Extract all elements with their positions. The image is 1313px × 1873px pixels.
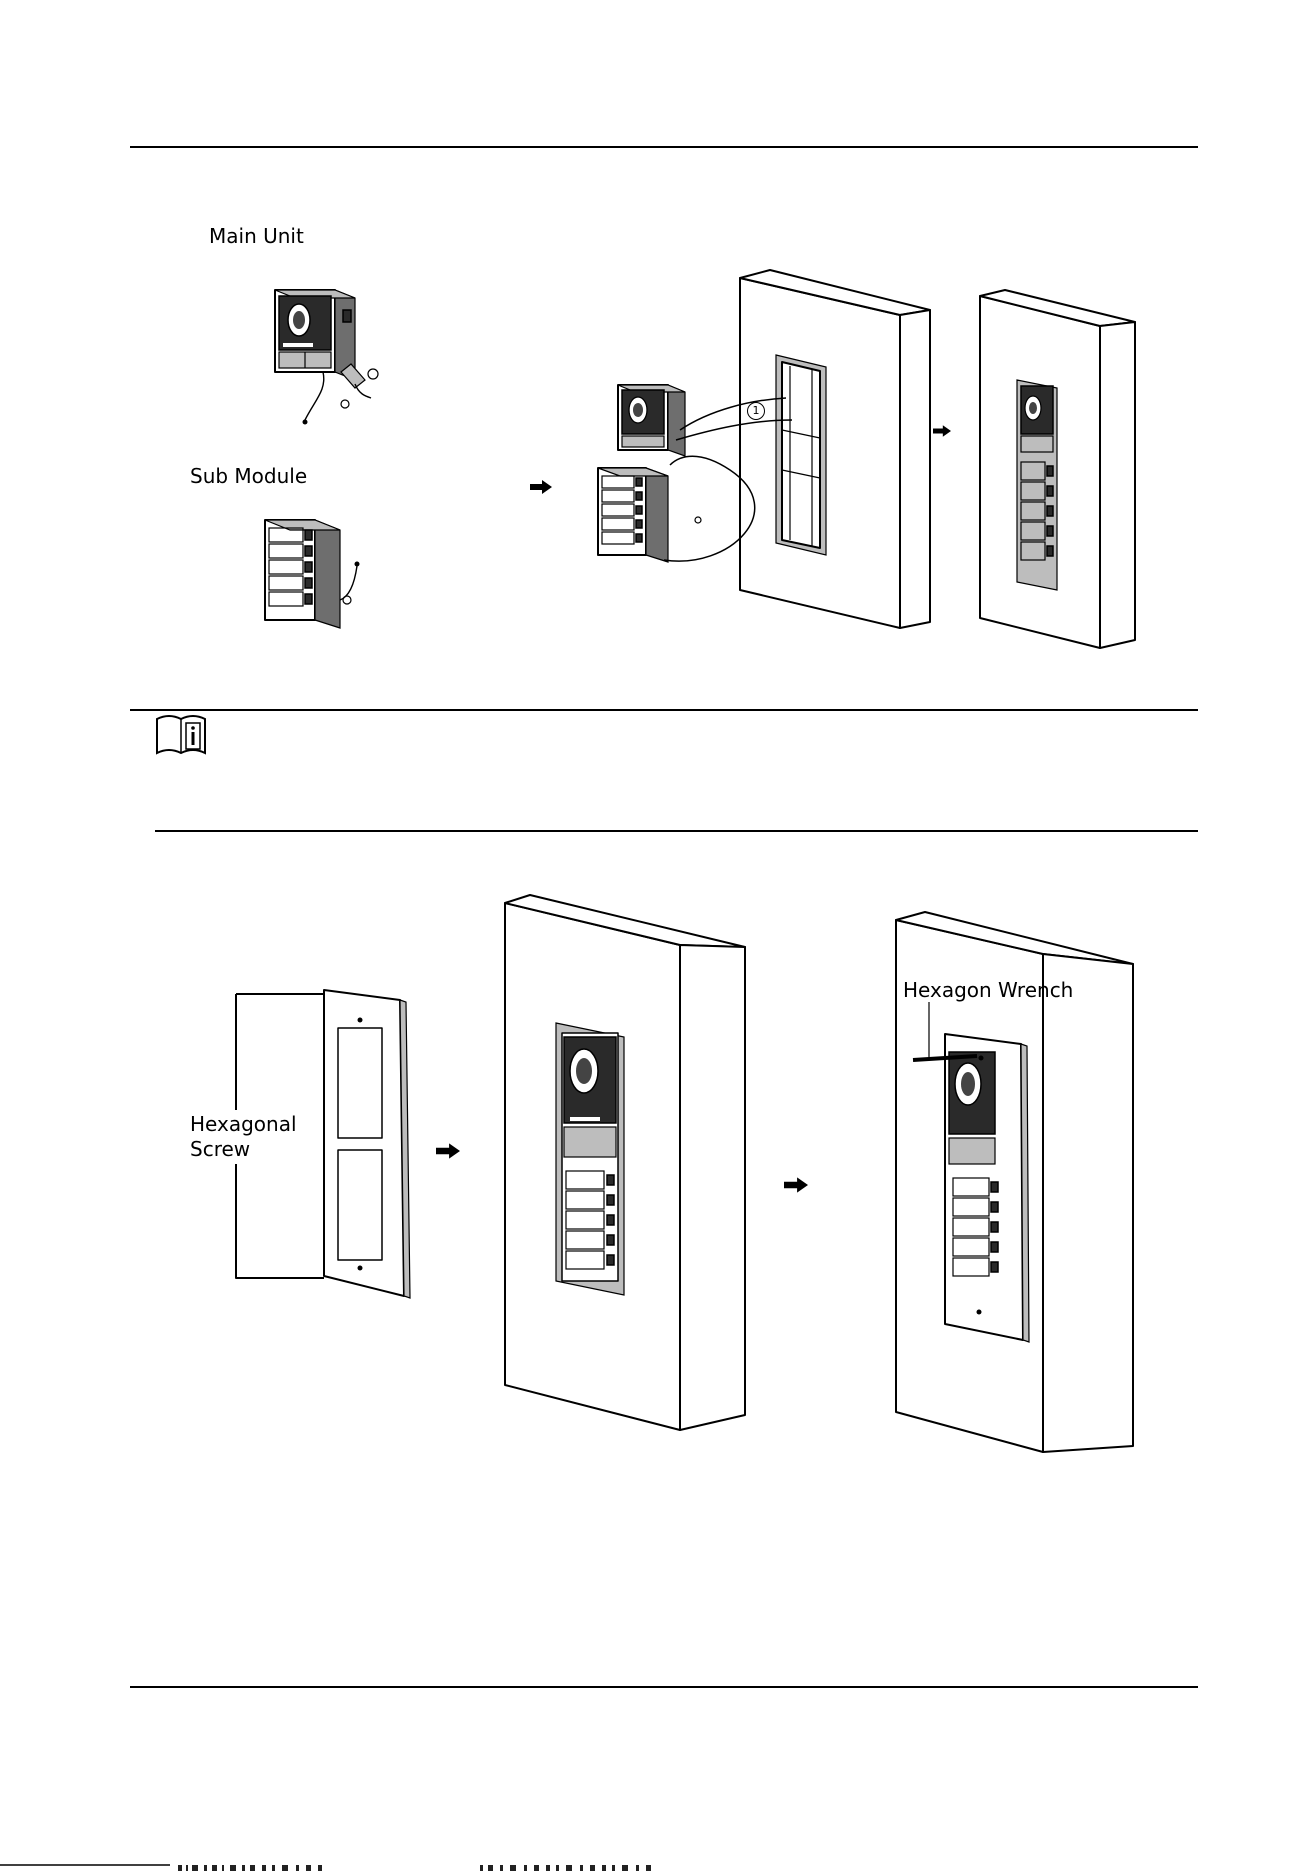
footer-garbled-text <box>0 1863 800 1873</box>
footer-rule <box>130 1686 1198 1688</box>
wall-installed-units-illustration <box>975 290 1155 650</box>
note-top-rule <box>130 709 1198 711</box>
wall-backbox-wiring-illustration <box>580 270 950 670</box>
callout-number-1: 1 <box>747 402 765 420</box>
arrow-right-icon <box>530 480 552 494</box>
note-book-icon <box>155 715 207 755</box>
main-unit-illustration <box>255 280 395 440</box>
hexagon-wrench-label: Hexagon Wrench <box>903 978 1073 1003</box>
wall-mounted-units-illustration <box>500 895 760 1435</box>
sub-module-illustration <box>255 510 385 640</box>
main-unit-label: Main Unit <box>209 224 304 249</box>
hexagonal-screw-label: Hexagonal Screw <box>190 1110 297 1164</box>
arrow-right-icon <box>436 1143 460 1159</box>
arrow-right-icon <box>784 1177 808 1193</box>
note-bottom-rule <box>155 830 1198 832</box>
header-rule <box>130 146 1198 148</box>
arrow-right-icon <box>933 425 951 437</box>
sub-module-label: Sub Module <box>190 464 307 489</box>
